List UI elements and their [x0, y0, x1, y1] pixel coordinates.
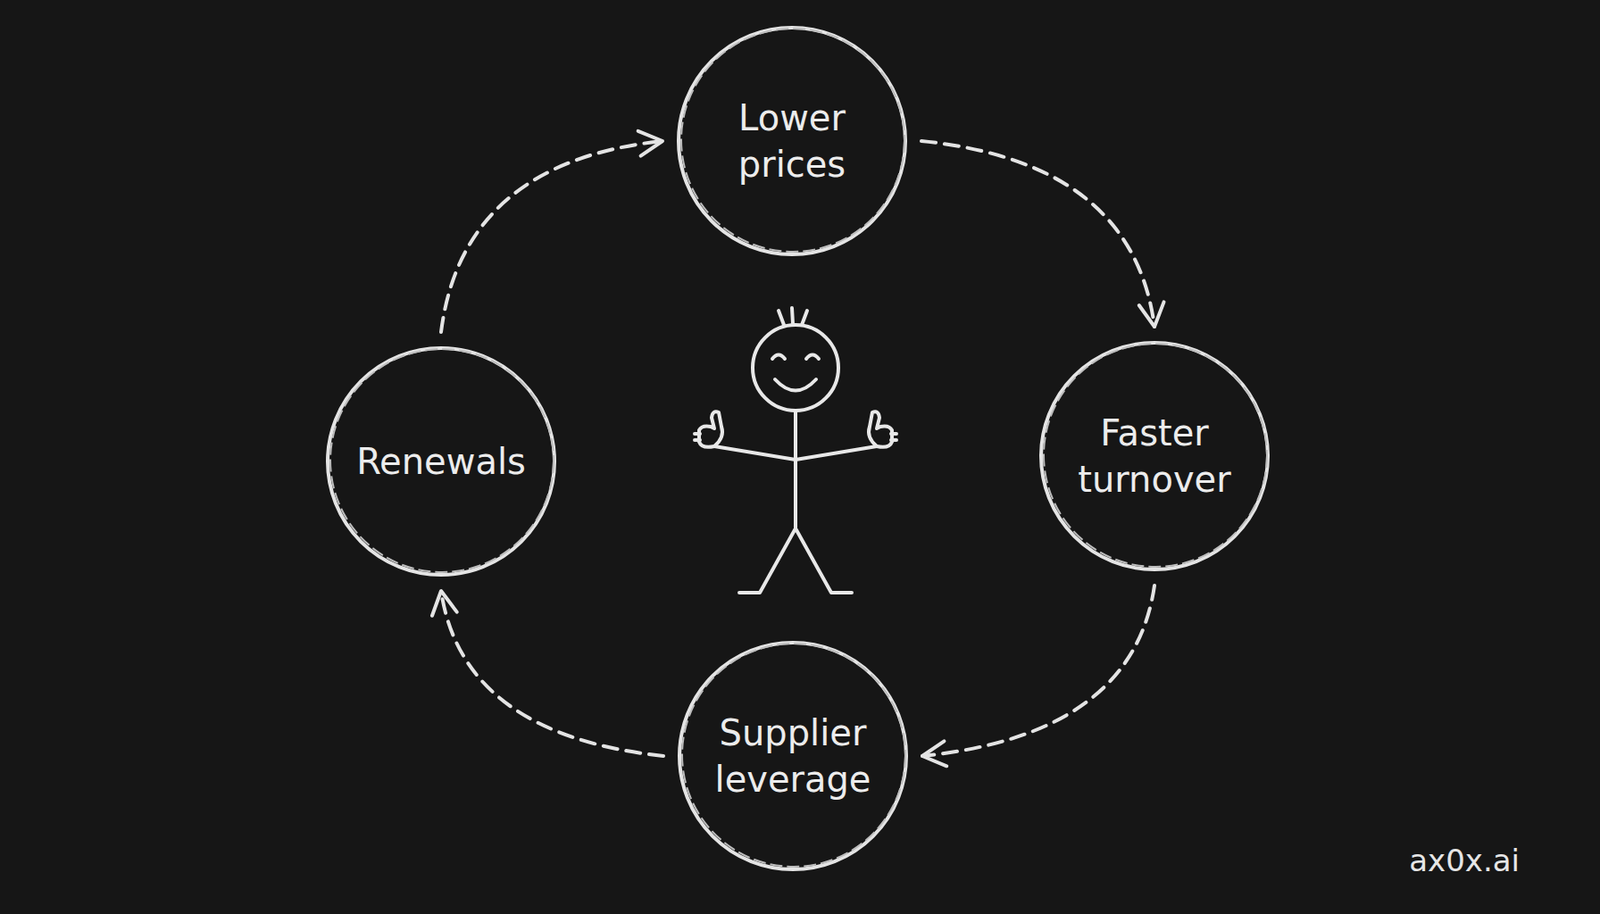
node-label: Lower prices: [701, 94, 883, 188]
dashed-arrow: [441, 131, 663, 333]
cycle-circle: Renewals: [324, 344, 559, 579]
node-label: Supplier leverage: [702, 709, 884, 803]
cycle-circle: Lower prices: [675, 24, 909, 259]
cycle-circle: Supplier leverage: [675, 639, 910, 874]
cycle-circle: Faster turnover: [1037, 339, 1272, 574]
dashed-arrow: [922, 585, 1155, 767]
circle-outline: [1037, 339, 1272, 574]
node-label: Faster turnover: [1064, 409, 1245, 503]
circle-outline: [675, 24, 909, 259]
node-label: Renewals: [356, 438, 526, 485]
watermark: ax0x.ai: [1408, 842, 1520, 879]
dashed-arrow: [921, 141, 1165, 327]
dashed-arrow: [432, 591, 664, 757]
circle-outline: [675, 639, 910, 874]
